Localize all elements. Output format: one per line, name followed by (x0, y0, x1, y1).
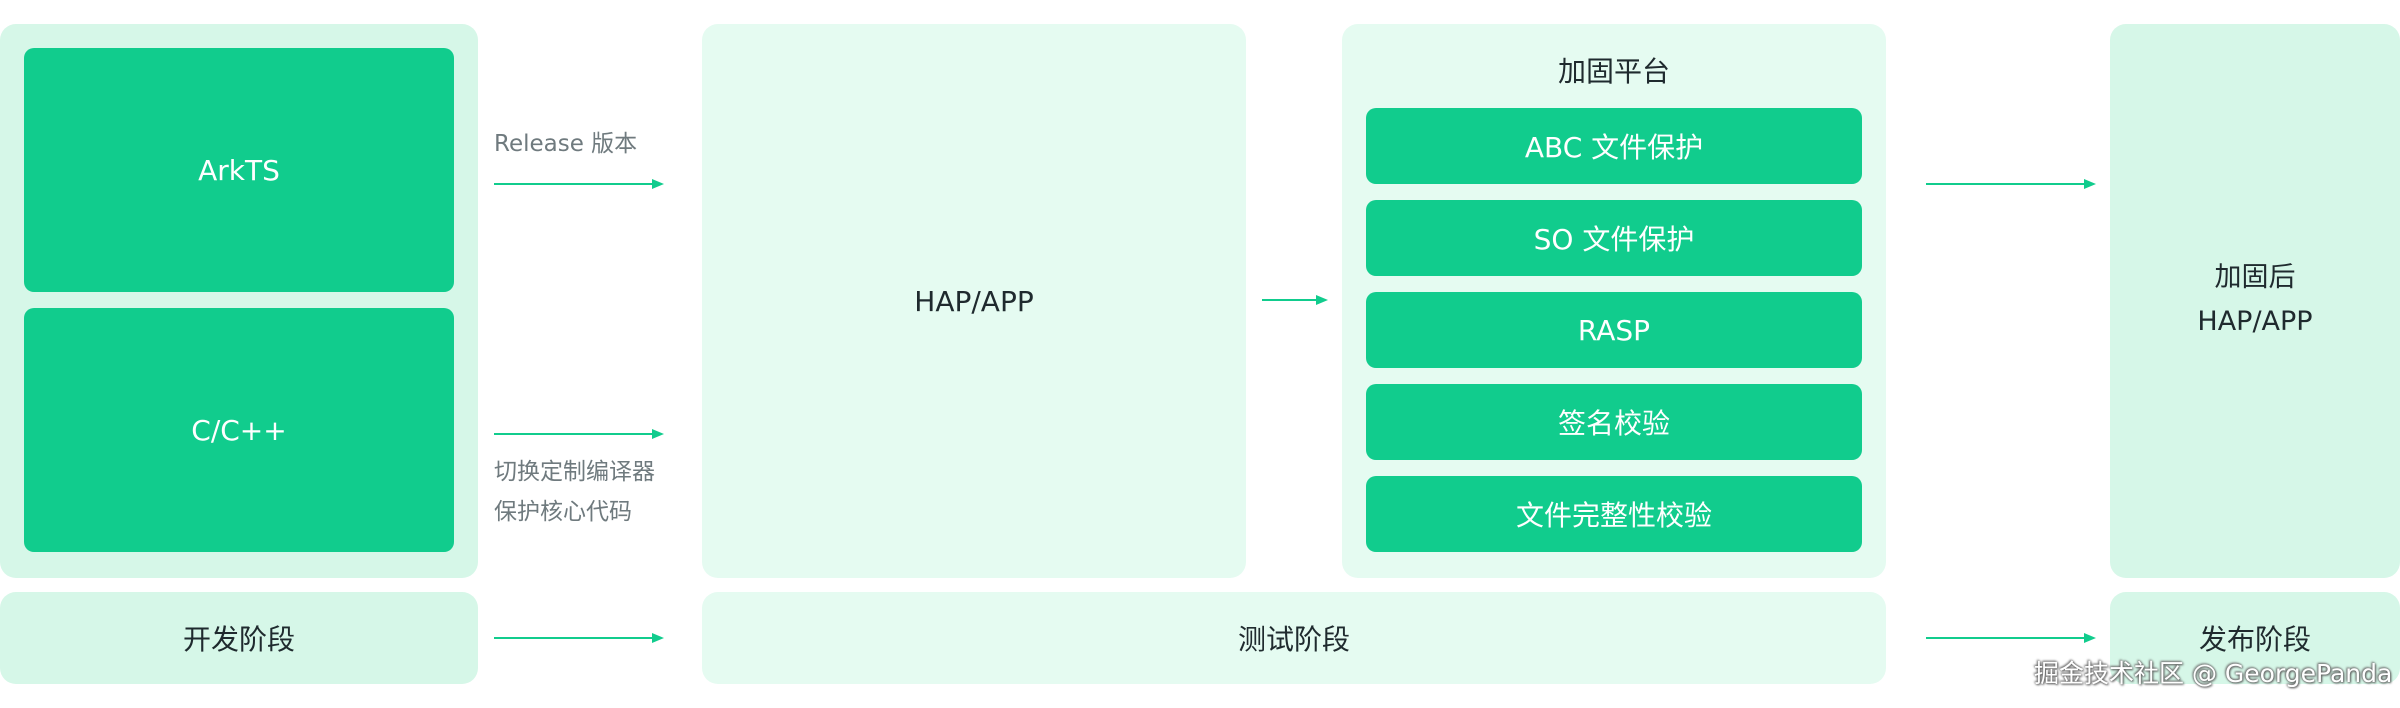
release-stage-label: 发布阶段 (2198, 623, 2311, 656)
hap-app-label: HAP/APP (914, 284, 1034, 318)
compiler-label-line-2: 保护核心代码 (494, 499, 632, 525)
release-version-label: Release 版本 (494, 131, 638, 157)
hardening-item-signature: 签名校验 (1366, 384, 1862, 460)
test-stage-label: 测试阶段 (1237, 623, 1350, 656)
hardening-item-label: 签名校验 (1557, 407, 1670, 440)
arkts-label: ArkTS (198, 153, 280, 187)
arkts-box: ArkTS (24, 48, 454, 292)
c-cpp-box: C/C++ (24, 308, 454, 552)
arrow-release-to-hap (494, 176, 664, 192)
hardening-item-so: SO 文件保护 (1366, 200, 1862, 276)
hardening-item-abc: ABC 文件保护 (1366, 108, 1862, 184)
arrow-test-to-release (1926, 630, 2096, 646)
arrow-hap-to-platform (1262, 292, 1328, 308)
hardening-item-integrity: 文件完整性校验 (1366, 476, 1862, 552)
hardening-item-label: 文件完整性校验 (1515, 499, 1712, 532)
dev-stage-label: 开发阶段 (182, 623, 295, 656)
hardened-result-line-1: 加固后 (2214, 262, 2296, 293)
hap-app-panel: HAP/APP (702, 24, 1246, 578)
arrow-compiler-to-hap (494, 426, 664, 442)
hardening-item-label: SO 文件保护 (1533, 223, 1695, 256)
compiler-label: 切换定制编译器 保护核心代码 (494, 452, 655, 532)
hardening-platform-title: 加固平台 (1557, 55, 1670, 88)
hardening-item-label: ABC 文件保护 (1524, 131, 1704, 164)
hardened-result-text: 加固后 HAP/APP (2110, 256, 2400, 344)
test-stage-panel: 测试阶段 (702, 592, 1886, 684)
compiler-label-line-1: 切换定制编译器 (494, 459, 655, 485)
c-cpp-label: C/C++ (191, 413, 287, 447)
hardening-item-rasp: RASP (1366, 292, 1862, 368)
watermark: 掘金技术社区 @ GeorgePanda (2034, 659, 2393, 688)
hardened-result-panel (2110, 24, 2400, 578)
arrow-platform-to-release (1926, 176, 2096, 192)
hardened-result-line-2: HAP/APP (2197, 306, 2313, 337)
hardening-item-label: RASP (1577, 313, 1651, 347)
dev-stage-panel: 开发阶段 (0, 592, 478, 684)
release-stage-panel: 发布阶段 (2110, 592, 2400, 684)
arrow-dev-to-test (494, 630, 664, 646)
